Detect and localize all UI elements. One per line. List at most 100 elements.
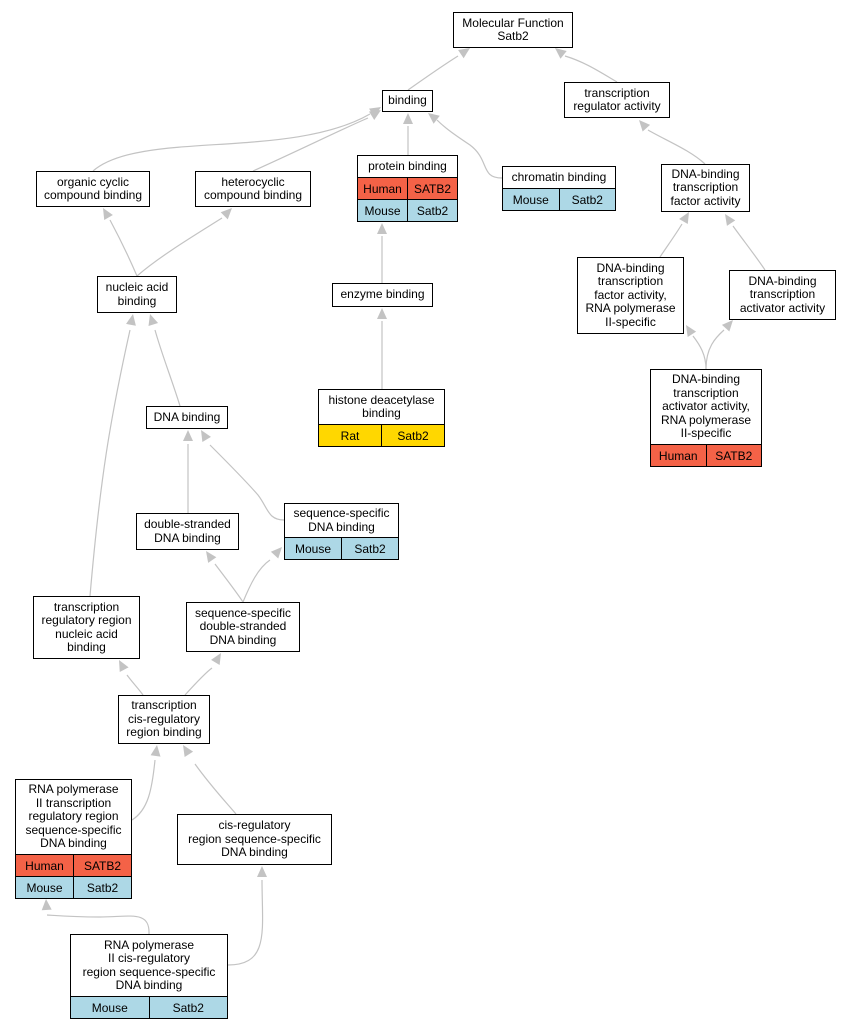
node-cis-regulatory-region-sequence-specific-dna-binding[interactable]: cis-regulatory region sequence-specific … <box>177 814 332 865</box>
edge-line <box>194 763 237 815</box>
edge-line <box>126 674 144 696</box>
arrowhead <box>377 223 387 234</box>
edge-trrnab-to-nab <box>89 314 136 597</box>
edge-line <box>92 113 371 172</box>
node-organic-cyclic-compound-binding[interactable]: organic cyclic compound binding <box>36 171 150 207</box>
node-dna-binding[interactable]: DNA binding <box>146 406 228 429</box>
edge-line <box>136 217 223 277</box>
node-label: cis-regulatory region sequence-specific … <box>188 818 321 860</box>
edge-dsdb-to-dnab <box>183 430 193 513</box>
edge-line <box>131 759 156 821</box>
node-sequence-specific-double-stranded-dna-binding[interactable]: sequence-specific double-stranded DNA bi… <box>186 602 300 652</box>
edge-dbtaa2-to-dbtaa <box>705 320 733 370</box>
edge-dbtfa-to-tra <box>639 120 706 165</box>
edge-line <box>705 329 725 370</box>
edge-crssdb-to-tcrb <box>183 745 237 815</box>
gene-cell: Satb2 <box>148 997 227 1018</box>
arrowhead <box>257 866 267 877</box>
species-cell: Human <box>358 178 407 199</box>
node-label: protein binding <box>368 158 447 173</box>
arrowhead <box>119 660 129 673</box>
edge-dnab-to-nab <box>148 314 181 407</box>
arrowhead <box>639 120 651 132</box>
gene-cell: SATB2 <box>407 178 457 199</box>
edge-line <box>732 225 766 271</box>
node-label: organic cyclic compound binding <box>43 174 143 202</box>
node-dna-binding-activator-activity-rna-pol-ii[interactable]: DNA-binding transcription activator acti… <box>650 369 762 467</box>
arrowhead <box>458 48 470 59</box>
node-binding[interactable]: binding <box>382 90 433 112</box>
node-heterocyclic-compound-binding[interactable]: heterocyclic compound binding <box>195 171 311 207</box>
edge-line <box>89 329 131 597</box>
arrowhead <box>555 48 567 59</box>
node-enzyme-binding[interactable]: enzyme binding <box>332 283 433 307</box>
node-transcription-regulator-activity[interactable]: transcription regulator activity <box>564 82 670 118</box>
edge-rp2cr-to-rp2 <box>41 899 150 935</box>
node-label: chromatin binding <box>511 169 607 184</box>
edge-line <box>436 119 503 179</box>
edge-ssdsdb-to-dsdb <box>206 551 244 603</box>
arrowhead <box>150 745 161 757</box>
edge-line <box>692 335 707 370</box>
node-label: Molecular Function Satb2 <box>462 15 564 43</box>
node-dna-binding-transcription-factor-activity[interactable]: DNA-binding transcription factor activit… <box>661 164 750 212</box>
arrowhead <box>686 325 697 337</box>
node-molecular-function[interactable]: Molecular Function Satb2 <box>453 12 573 48</box>
node-dna-binding-transcription-activator-activity[interactable]: DNA-binding transcription activator acti… <box>729 270 836 320</box>
node-rna-pol-ii-cis-regulatory-region-ssdb[interactable]: RNA polymerase II cis-regulatory region … <box>70 934 228 1019</box>
node-label: sequence-specific double-stranded DNA bi… <box>194 605 292 647</box>
edge-line <box>242 559 271 603</box>
node-label: DNA binding <box>153 409 221 424</box>
node-nucleic-acid-binding[interactable]: nucleic acid binding <box>97 276 177 313</box>
node-label: sequence-specific DNA binding <box>293 506 390 534</box>
species-cell: Rat <box>319 425 381 446</box>
gene-cell: Satb2 <box>407 200 457 221</box>
species-cell: Mouse <box>503 189 559 210</box>
edge-rp2cr-to-crssdb <box>227 866 267 966</box>
arrowhead <box>270 547 282 559</box>
arrowhead <box>211 653 221 666</box>
edge-nab-to-hcb <box>136 208 232 277</box>
arrowhead <box>721 320 733 332</box>
edge-line <box>227 879 264 966</box>
edge-line <box>154 329 181 407</box>
arrowhead <box>148 314 159 326</box>
node-double-stranded-dna-binding[interactable]: double-stranded DNA binding <box>136 513 239 550</box>
node-label: double-stranded DNA binding <box>144 517 231 545</box>
arrowhead <box>201 430 211 443</box>
node-transcription-regulatory-region-nucleic-acid-binding[interactable]: transcription regulatory region nucleic … <box>33 596 140 659</box>
edge-nab-to-occb <box>103 208 138 277</box>
edge-pb-to-binding <box>403 113 413 155</box>
edge-line <box>214 563 244 603</box>
edge-rp2-to-tcrb <box>131 745 161 821</box>
node-label: heterocyclic compound binding <box>203 174 303 202</box>
edge-line <box>647 129 706 165</box>
species-cell: Mouse <box>16 877 73 898</box>
node-label: transcription regulatory region nucleic … <box>41 599 132 654</box>
node-label: RNA polymerase II transcription regulato… <box>25 782 122 851</box>
species-cell: Mouse <box>71 997 149 1018</box>
node-label: histone deacetylase binding <box>328 392 435 420</box>
node-label: DNA-binding transcription factor activit… <box>585 260 676 329</box>
node-label: enzyme binding <box>340 287 425 302</box>
node-label: DNA-binding transcription factor activit… <box>670 166 741 208</box>
edge-line <box>184 667 213 696</box>
arrowhead <box>377 308 387 319</box>
arrowhead <box>369 110 381 121</box>
arrowhead <box>206 551 217 563</box>
node-dna-binding-tf-activity-rna-pol-ii[interactable]: DNA-binding transcription factor activit… <box>577 257 684 334</box>
node-rna-pol-ii-transcription-regulatory-region-ssdb[interactable]: RNA polymerase II transcription regulato… <box>15 779 132 899</box>
node-transcription-cis-regulatory-region-binding[interactable]: transcription cis-regulatory region bind… <box>118 695 210 744</box>
gene-cell: Satb2 <box>341 538 398 559</box>
